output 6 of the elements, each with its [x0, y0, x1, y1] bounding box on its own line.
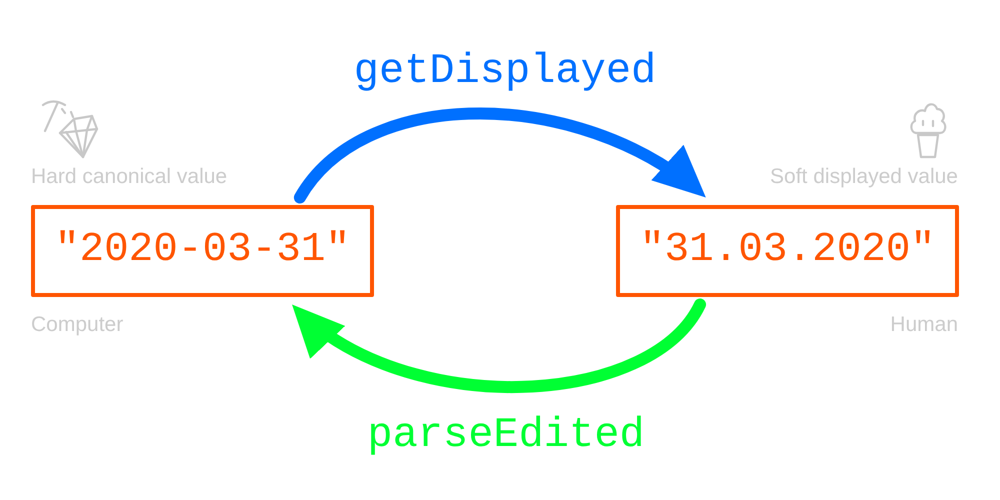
value-box — [31, 205, 374, 297]
edge-label: parseEdited — [367, 414, 645, 456]
value-box — [616, 205, 959, 297]
edge-label: getDisplayed — [354, 50, 656, 92]
date-string: "2020-03-31" — [54, 228, 350, 274]
date-string: "31.03.2020" — [640, 228, 936, 274]
